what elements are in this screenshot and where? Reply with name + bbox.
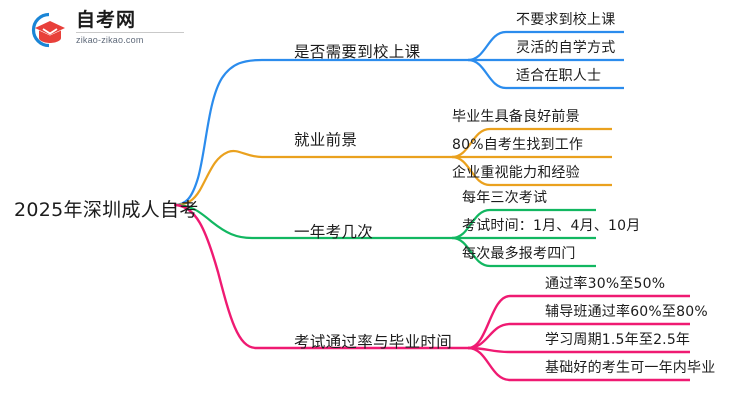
leaf-label-1-2[interactable]: 灵活的自学方式 bbox=[516, 40, 616, 56]
branch-label-3[interactable]: 一年考几次 bbox=[294, 223, 374, 241]
leaf-label-4-3[interactable]: 学习周期1.5年至2.5年 bbox=[545, 332, 691, 348]
leaf-label-4-2[interactable]: 辅导班通过率60%至80% bbox=[545, 304, 708, 320]
branch-connector-orange bbox=[173, 127, 612, 207]
graduation-cap-icon bbox=[31, 12, 65, 48]
branch-connector-pink bbox=[173, 203, 690, 382]
leaf-label-1-3[interactable]: 适合在职人士 bbox=[516, 68, 602, 84]
branch-label-4[interactable]: 考试通过率与毕业时间 bbox=[294, 333, 453, 351]
leaf-label-4-1[interactable]: 通过率30%至50% bbox=[545, 276, 666, 292]
branch-label-1[interactable]: 是否需要到校上课 bbox=[294, 43, 421, 61]
leaf-label-4-4[interactable]: 基础好的考生可一年内毕业 bbox=[545, 360, 716, 376]
leaf-label-2-2[interactable]: 80%自考生找到工作 bbox=[452, 137, 584, 153]
leaf-label-1-1[interactable]: 不要求到校上课 bbox=[516, 12, 616, 28]
leaf-label-3-3[interactable]: 每次最多报考四门 bbox=[462, 246, 576, 262]
leaf-label-3-1[interactable]: 每年三次考试 bbox=[462, 190, 548, 206]
branch-label-2[interactable]: 就业前景 bbox=[294, 131, 358, 149]
logo-divider bbox=[76, 32, 184, 33]
leaf-label-3-2[interactable]: 考试时间：1月、4月、10月 bbox=[462, 218, 641, 234]
mindmap-root-node[interactable]: 2025年深圳成人自考 bbox=[14, 199, 199, 221]
branch-connector-green bbox=[173, 203, 596, 268]
branch-connector-blue bbox=[173, 30, 624, 207]
site-logo: 自考网 zikao-zikao.com bbox=[28, 9, 188, 51]
leaf-label-2-3[interactable]: 企业重视能力和经验 bbox=[452, 165, 580, 181]
leaf-label-2-1[interactable]: 毕业生具备良好前景 bbox=[452, 109, 580, 125]
logo-brand-cn: 自考网 bbox=[76, 9, 137, 31]
logo-brand-url: zikao-zikao.com bbox=[76, 35, 144, 45]
